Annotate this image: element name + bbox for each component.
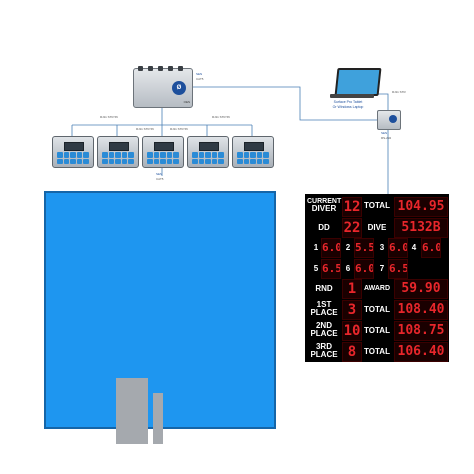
judge-controller (142, 136, 184, 168)
judge-score: 6.0 (354, 259, 374, 279)
third-place-label-2: PLACE (310, 350, 338, 359)
judge-controller (97, 136, 139, 168)
first-place-diver: 3 (342, 300, 362, 320)
pool (44, 191, 276, 429)
third-place-label-1: 3RD (315, 342, 332, 351)
controller-screen (154, 142, 174, 151)
tablet-caption-line-1: Surface Pro Tablet (333, 100, 363, 104)
dd-value: 22 (342, 218, 362, 238)
controller-cable-label: RJ11 STR 5ft (100, 115, 118, 119)
hub-to-tablet-cable (191, 86, 377, 121)
controller-screen (64, 142, 84, 151)
judge-number: 4 (411, 243, 417, 252)
second-place-total: 108.75 (394, 321, 448, 341)
tablet-keyboard (330, 94, 374, 98)
total-value: 104.95 (394, 197, 448, 217)
controller-keypad (57, 152, 89, 164)
controller-cable-label: RJ11 STR 5ft (136, 127, 154, 131)
first-place-label-2: PLACE (310, 308, 338, 317)
judge-number: 5 (313, 264, 319, 273)
judge-controller (187, 136, 229, 168)
judge-score: 6.0 (321, 238, 341, 258)
second-place-diver: 10 (342, 321, 362, 341)
current-diver-label-1: CURRENT (307, 198, 342, 205)
judge-score: 6.0 (388, 238, 408, 258)
diving-platform (116, 378, 148, 444)
hub-cable-label: CAT5 (196, 77, 204, 81)
judge-number: 7 (379, 264, 385, 273)
hub-tag: SEN (196, 72, 203, 76)
judge-number: 6 (345, 264, 351, 273)
controller-keypad (102, 152, 134, 164)
diving-board (153, 393, 163, 444)
controller-keypad (192, 152, 224, 164)
award-value: 59.90 (394, 279, 448, 299)
tablet-icon (334, 68, 382, 96)
bridge-sub: RS-232 (381, 136, 392, 140)
current-diver-value: 12 (342, 197, 362, 217)
controller-cable-label: RJ11 STR 5ft (170, 127, 188, 131)
award-label: AWARD (363, 285, 391, 292)
judge-score: 6.5 (321, 259, 341, 279)
tablet-cable-label: RJ11 STR (392, 90, 406, 94)
judge-score: 6.0 (421, 238, 441, 258)
current-diver-label-2: DIVER (311, 204, 337, 213)
tablet-caption: Surface Pro Tablet Or Windows Laptop (320, 100, 376, 110)
tablet-caption-line-2: Or Windows Laptop (332, 105, 364, 109)
judge-controller (52, 136, 94, 168)
rnd-value: 1 (342, 279, 362, 299)
bridge-interface (377, 110, 401, 130)
controller-cable-label: RJ11 STR 5ft (212, 115, 230, 119)
third-place-diver: 8 (342, 342, 362, 362)
second-place-total-label: TOTAL (364, 326, 390, 335)
total-label: TOTAL (364, 201, 390, 210)
bridge-tag: SEN (381, 131, 388, 135)
judge-number: 2 (345, 243, 351, 252)
rnd-label: RND (315, 284, 333, 293)
third-place-total: 106.40 (394, 342, 448, 362)
controller-screen (244, 142, 264, 151)
second-place-label-1: 2ND (315, 321, 332, 330)
hub-logo-text: OES (183, 100, 190, 104)
first-place-total-label: TOTAL (364, 305, 390, 314)
first-place-total: 108.40 (394, 300, 448, 320)
judge-score: 6.5 (388, 259, 408, 279)
controllers-bottom-sub: CAT5 (156, 177, 164, 181)
third-place-total-label: TOTAL (364, 347, 390, 356)
judge-number: 1 (313, 243, 319, 252)
network-hub: Ø OES (133, 66, 193, 108)
dive-label: DIVE (367, 223, 387, 232)
dd-label: DD (318, 223, 330, 232)
controller-screen (109, 142, 129, 151)
controller-keypad (237, 152, 269, 164)
judge-controller (232, 136, 274, 168)
second-place-label-2: PLACE (310, 329, 338, 338)
judge-score: 5.5 (354, 238, 374, 258)
judge-number: 3 (379, 243, 385, 252)
tablet-to-bridge-cable (378, 93, 389, 110)
controller-screen (199, 142, 219, 151)
controllers-bottom-tag: SEN (156, 172, 163, 176)
dive-value: 5132B (394, 218, 448, 238)
first-place-label-1: 1ST (316, 300, 332, 309)
controller-keypad (147, 152, 179, 164)
diving-scoreboard: CURRENT DIVER 12 TOTAL 104.95 DD 22 DIVE… (305, 194, 449, 362)
bridge-logo-icon (389, 115, 397, 123)
hub-logo-icon: Ø (172, 81, 186, 95)
